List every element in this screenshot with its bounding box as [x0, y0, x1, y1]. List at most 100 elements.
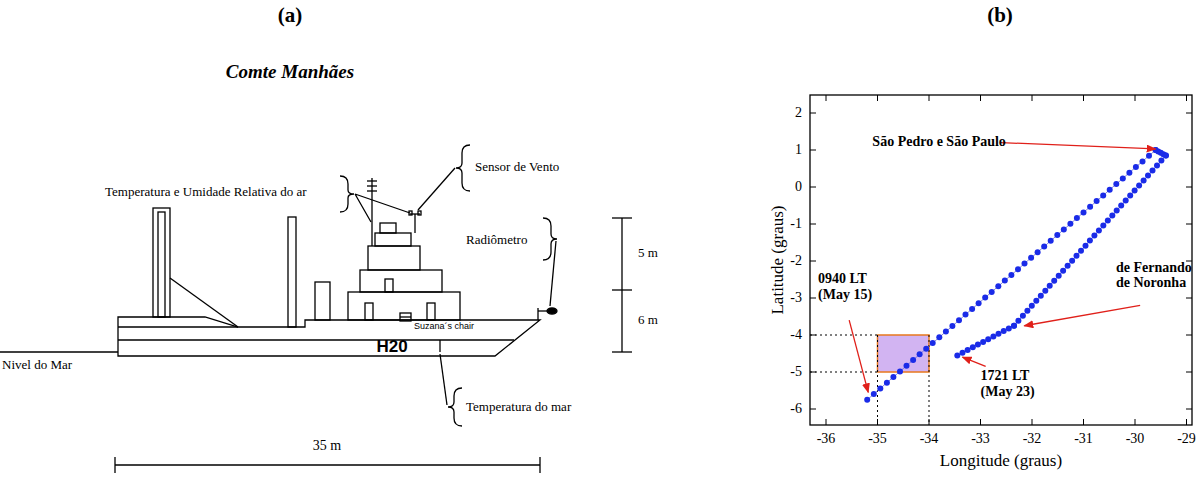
text-label: Latitude (graus) — [769, 205, 788, 314]
text-label: -36 — [817, 431, 836, 446]
text-label: -1 — [790, 216, 802, 231]
track-point — [884, 380, 890, 386]
track-point — [965, 347, 971, 353]
track-point — [1127, 193, 1133, 199]
track-point — [996, 331, 1002, 337]
mast — [153, 208, 170, 317]
track-point — [1002, 278, 1008, 284]
tick — [810, 187, 816, 188]
track-point — [1114, 208, 1120, 214]
text-label: -31 — [1074, 431, 1093, 446]
tick — [826, 95, 827, 101]
track-point — [976, 300, 982, 306]
track-point — [1029, 303, 1035, 309]
track-point — [1074, 253, 1080, 259]
leader-line — [355, 194, 410, 222]
tick — [826, 419, 827, 425]
track-point — [980, 339, 986, 345]
tick — [1186, 335, 1192, 336]
text-label: -4 — [790, 327, 802, 342]
track-point — [1120, 175, 1126, 181]
track-point — [975, 342, 981, 348]
track-point — [1118, 203, 1124, 209]
text-label: Longitude (graus) — [940, 452, 1062, 471]
hull — [118, 317, 540, 356]
tick — [877, 95, 878, 101]
track-point — [877, 385, 883, 391]
track-point — [1096, 228, 1102, 234]
track-point — [1087, 238, 1093, 244]
text-label: 0 — [795, 179, 802, 194]
track-point — [1028, 255, 1034, 261]
track-point — [1054, 232, 1060, 238]
text-label: 35 m — [313, 438, 341, 453]
track-point — [1024, 308, 1030, 314]
tick — [810, 113, 816, 114]
text-label: Suzana´s chair — [414, 322, 474, 332]
track-point — [1048, 238, 1054, 244]
post — [288, 217, 296, 327]
track-point — [1100, 192, 1106, 198]
track-point — [1091, 233, 1097, 239]
text-label: 6 m — [638, 313, 658, 327]
tick — [929, 95, 930, 101]
sea-level-line — [0, 351, 118, 352]
text-label: 1 — [795, 142, 802, 157]
text-label: -6 — [790, 401, 802, 416]
study-area — [878, 335, 930, 372]
chair-symbol — [400, 313, 411, 321]
brace — [448, 388, 462, 426]
text-label: 2 — [795, 105, 802, 120]
track-point — [1011, 323, 1017, 329]
text-label: 0940 LT (May 15) — [818, 271, 882, 302]
leader-line — [440, 354, 447, 405]
track-point — [930, 340, 936, 346]
track-point — [1140, 158, 1146, 164]
tick — [1186, 113, 1192, 114]
track-point — [1132, 188, 1138, 194]
track-point — [995, 283, 1001, 289]
track-point — [1061, 227, 1067, 233]
track-point — [985, 336, 991, 342]
track-point — [1022, 261, 1028, 267]
track-point — [1065, 263, 1071, 269]
pointer-arrow — [849, 320, 868, 392]
tick — [810, 298, 816, 299]
leader-line — [418, 168, 455, 210]
track-point — [963, 312, 969, 318]
track-point — [1094, 198, 1100, 204]
guide-line — [877, 335, 878, 425]
track-point — [1035, 249, 1041, 255]
track-point — [923, 346, 929, 352]
track-point — [970, 344, 976, 350]
track-point — [1069, 258, 1075, 264]
track-point — [1078, 248, 1084, 254]
track-point — [960, 350, 966, 356]
text-label: Sensor de Vento — [475, 160, 559, 174]
tick — [1135, 419, 1136, 425]
track-point — [1047, 283, 1053, 289]
text-label: -2 — [790, 253, 802, 268]
track-point — [1141, 178, 1147, 184]
track-point — [1133, 164, 1139, 170]
text-label: -29 — [1177, 431, 1196, 446]
text-label: São Pedro e São Paulo — [872, 134, 1006, 149]
tick — [1032, 95, 1033, 101]
track-point — [1100, 223, 1106, 229]
track-point — [1074, 215, 1080, 221]
tick — [810, 409, 816, 410]
track-point — [936, 334, 942, 340]
track-point — [1126, 170, 1132, 176]
tick — [1186, 372, 1192, 373]
text-label: Temperatura do mar — [466, 400, 571, 414]
text-label: -35 — [868, 431, 887, 446]
tick — [1186, 224, 1192, 225]
track-point — [1107, 187, 1113, 193]
text-label: Temperatura e Umidade Relativa do ar — [105, 185, 307, 199]
track-point — [1011, 323, 1017, 329]
tick — [810, 224, 816, 225]
track-point — [864, 397, 870, 403]
track-point — [904, 363, 910, 369]
